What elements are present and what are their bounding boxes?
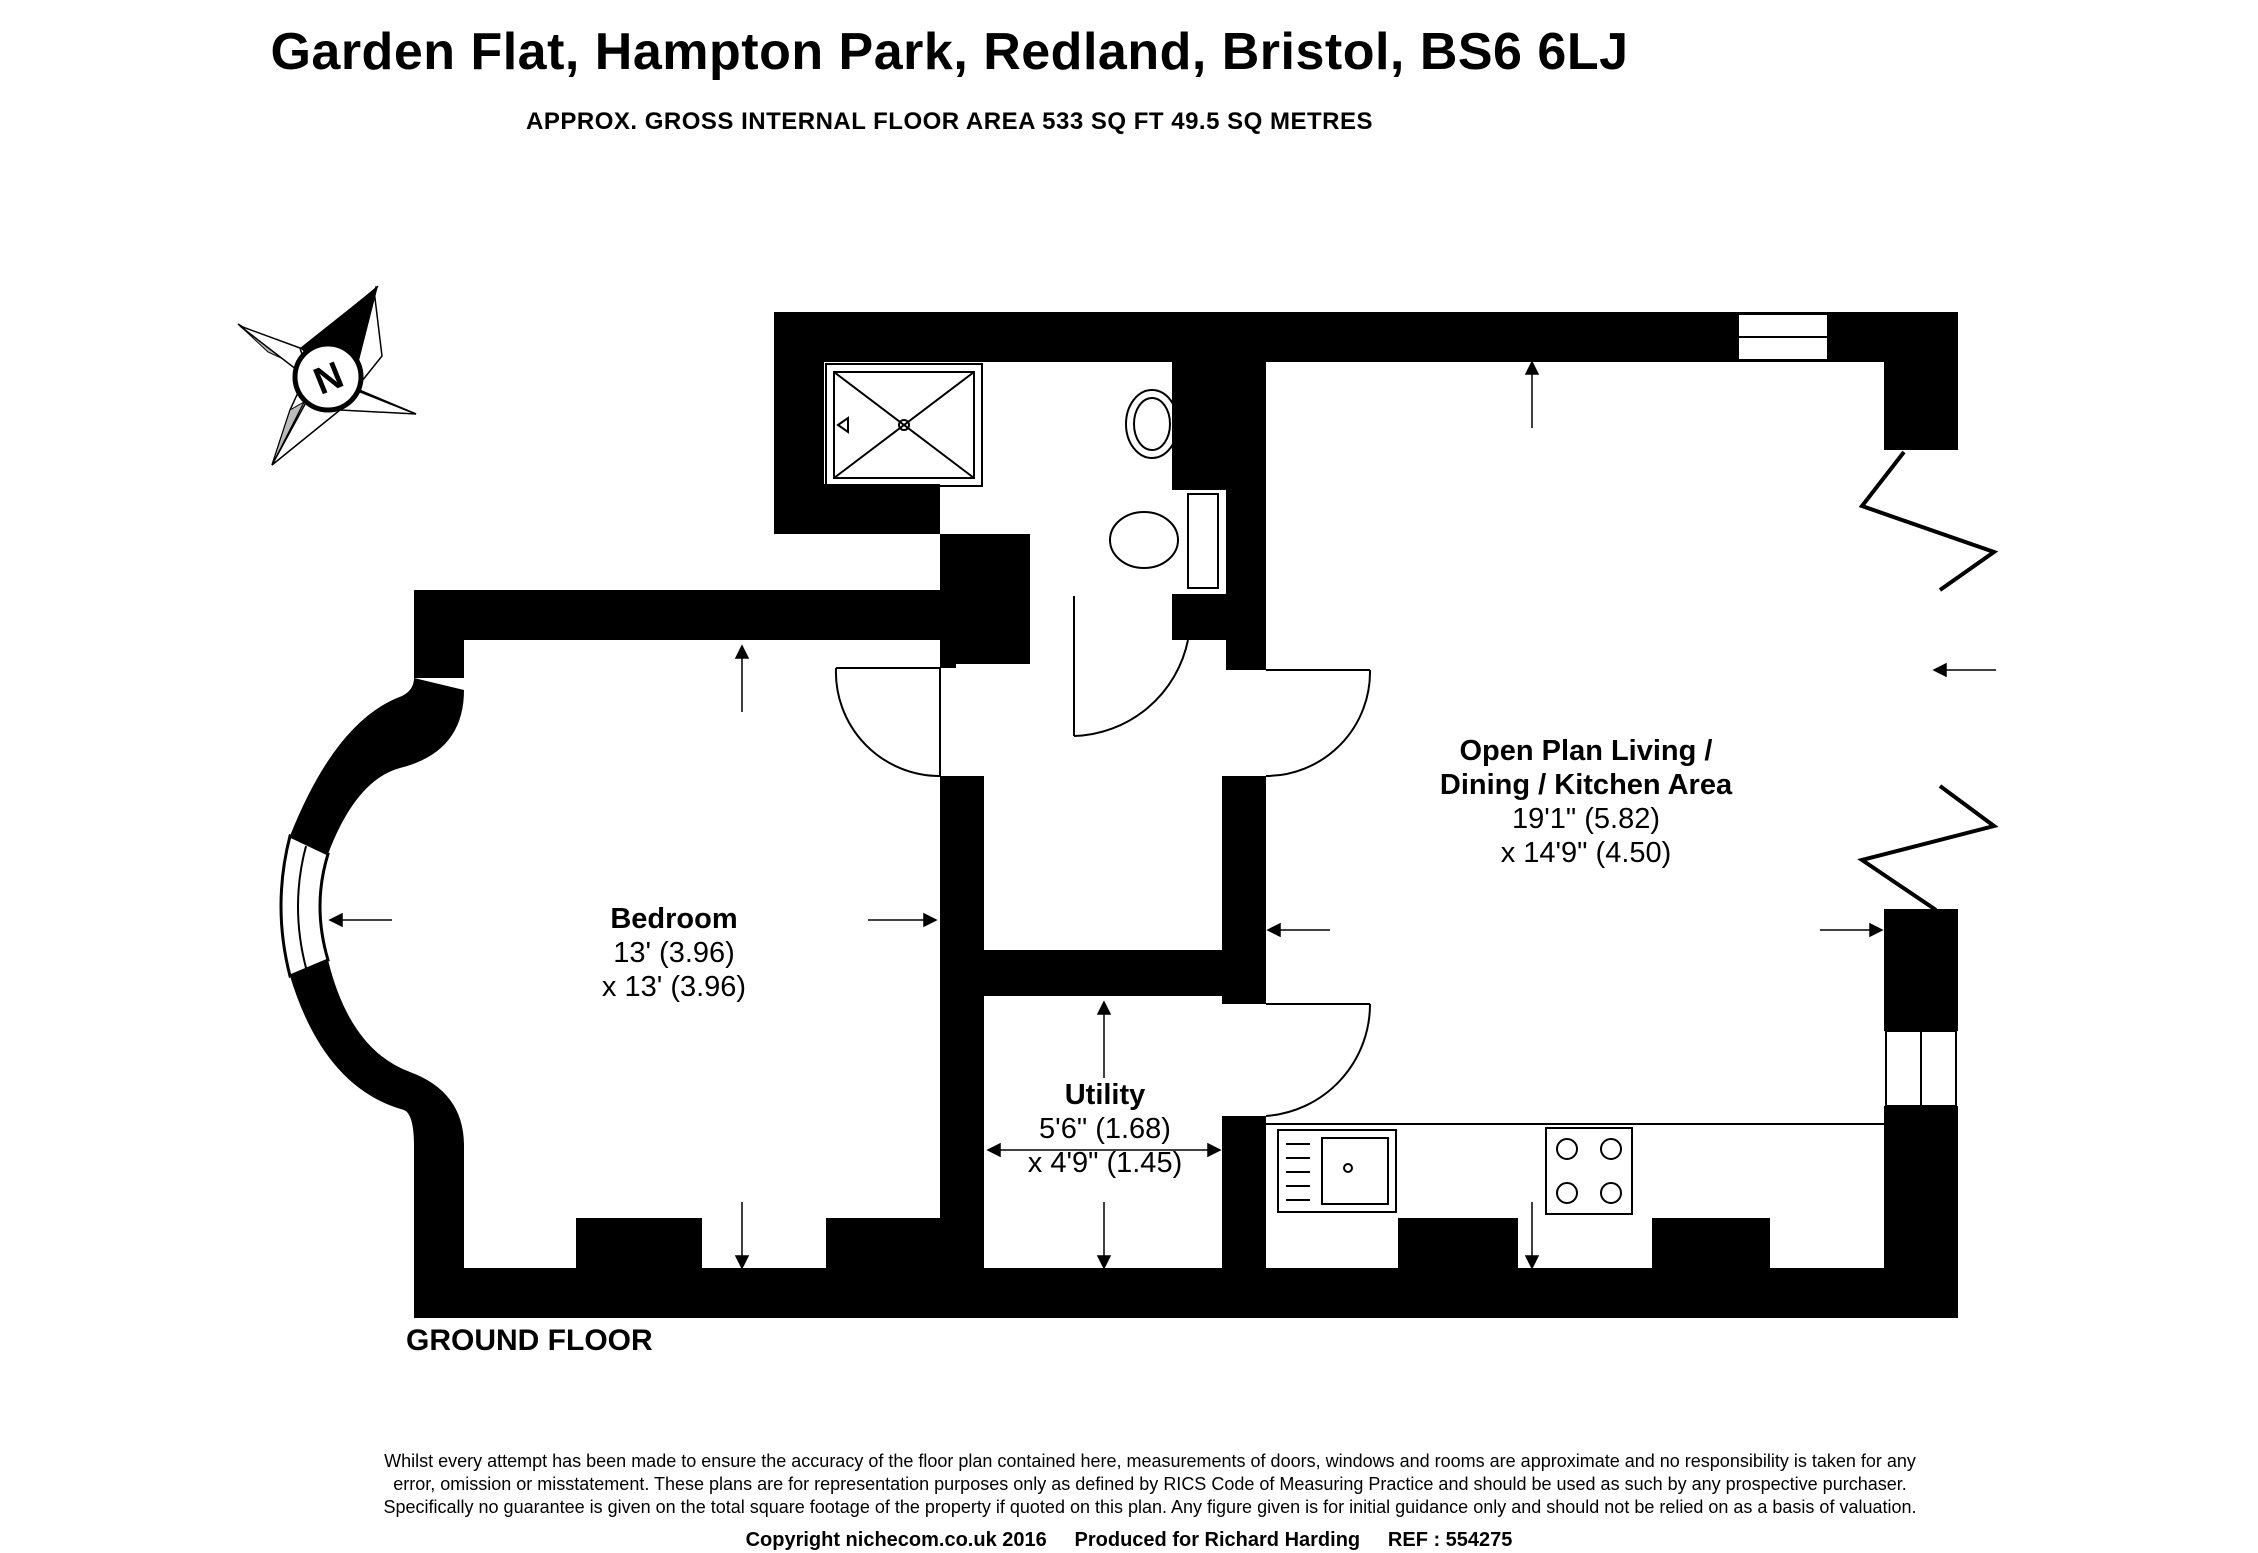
basin-icon [1125, 389, 1179, 459]
utility-name: Utility [1064, 1079, 1146, 1111]
living-room-dimension-1: 19'1" (5.82) [1511, 803, 1661, 835]
credits: Copyright nichecom.co.uk 2016 Produced f… [745, 1529, 1513, 1551]
bay-window [279, 678, 464, 1146]
plan-title: Garden Flat, Hampton Park, Redland, Bris… [270, 23, 1629, 81]
living-room-label: Open Plan Living / Dining / Kitchen Area… [1386, 734, 1786, 870]
utility-dimension-2: x 4'9" (1.45) [1027, 1147, 1183, 1179]
disclaimer-line-2: error, omission or misstatement. These p… [393, 1474, 1907, 1494]
shower-tray-icon [825, 363, 983, 487]
sink-icon [1277, 1129, 1397, 1213]
living-room-name-line1: Open Plan Living / [1459, 735, 1713, 767]
doors [834, 596, 1372, 1117]
living-room-dimension-2: x 14'9" (4.50) [1500, 837, 1672, 869]
utility-dimension-1: 5'6" (1.68) [1039, 1113, 1171, 1145]
utility-label: Utility 5'6" (1.68) x 4'9" (1.45) [984, 1078, 1226, 1180]
kitchen-fixtures [1266, 1123, 1884, 1215]
disclaimer-line-1: Whilst every attempt has been made to en… [384, 1451, 1916, 1471]
bedroom-dimension-2: x 13' (3.96) [601, 971, 747, 1003]
dimension-arrows [328, 360, 1996, 1270]
bedroom-name: Bedroom [610, 903, 738, 935]
toilet-bowl-icon [1109, 511, 1179, 569]
hob-icon [1545, 1127, 1633, 1215]
compass-rose-icon: N [237, 285, 417, 466]
disclaimer: Whilst every attempt has been made to en… [250, 1450, 2050, 1519]
toilet-cistern-icon [1187, 493, 1219, 589]
bedroom-dimension-1: 13' (3.96) [613, 937, 735, 969]
disclaimer-line-3: Specifically no guarantee is given on th… [383, 1497, 1917, 1517]
floor-area-subtitle: APPROX. GROSS INTERNAL FLOOR AREA 533 SQ… [526, 108, 1373, 135]
living-room-name-line2: Dining / Kitchen Area [1439, 769, 1733, 801]
bathroom-fixtures [825, 363, 1219, 589]
windows [1737, 313, 1957, 1107]
bedroom-label: Bedroom 13' (3.96) x 13' (3.96) [524, 902, 824, 1004]
floor-label: GROUND FLOOR [406, 1324, 653, 1357]
bifold-doors [1857, 450, 1999, 912]
